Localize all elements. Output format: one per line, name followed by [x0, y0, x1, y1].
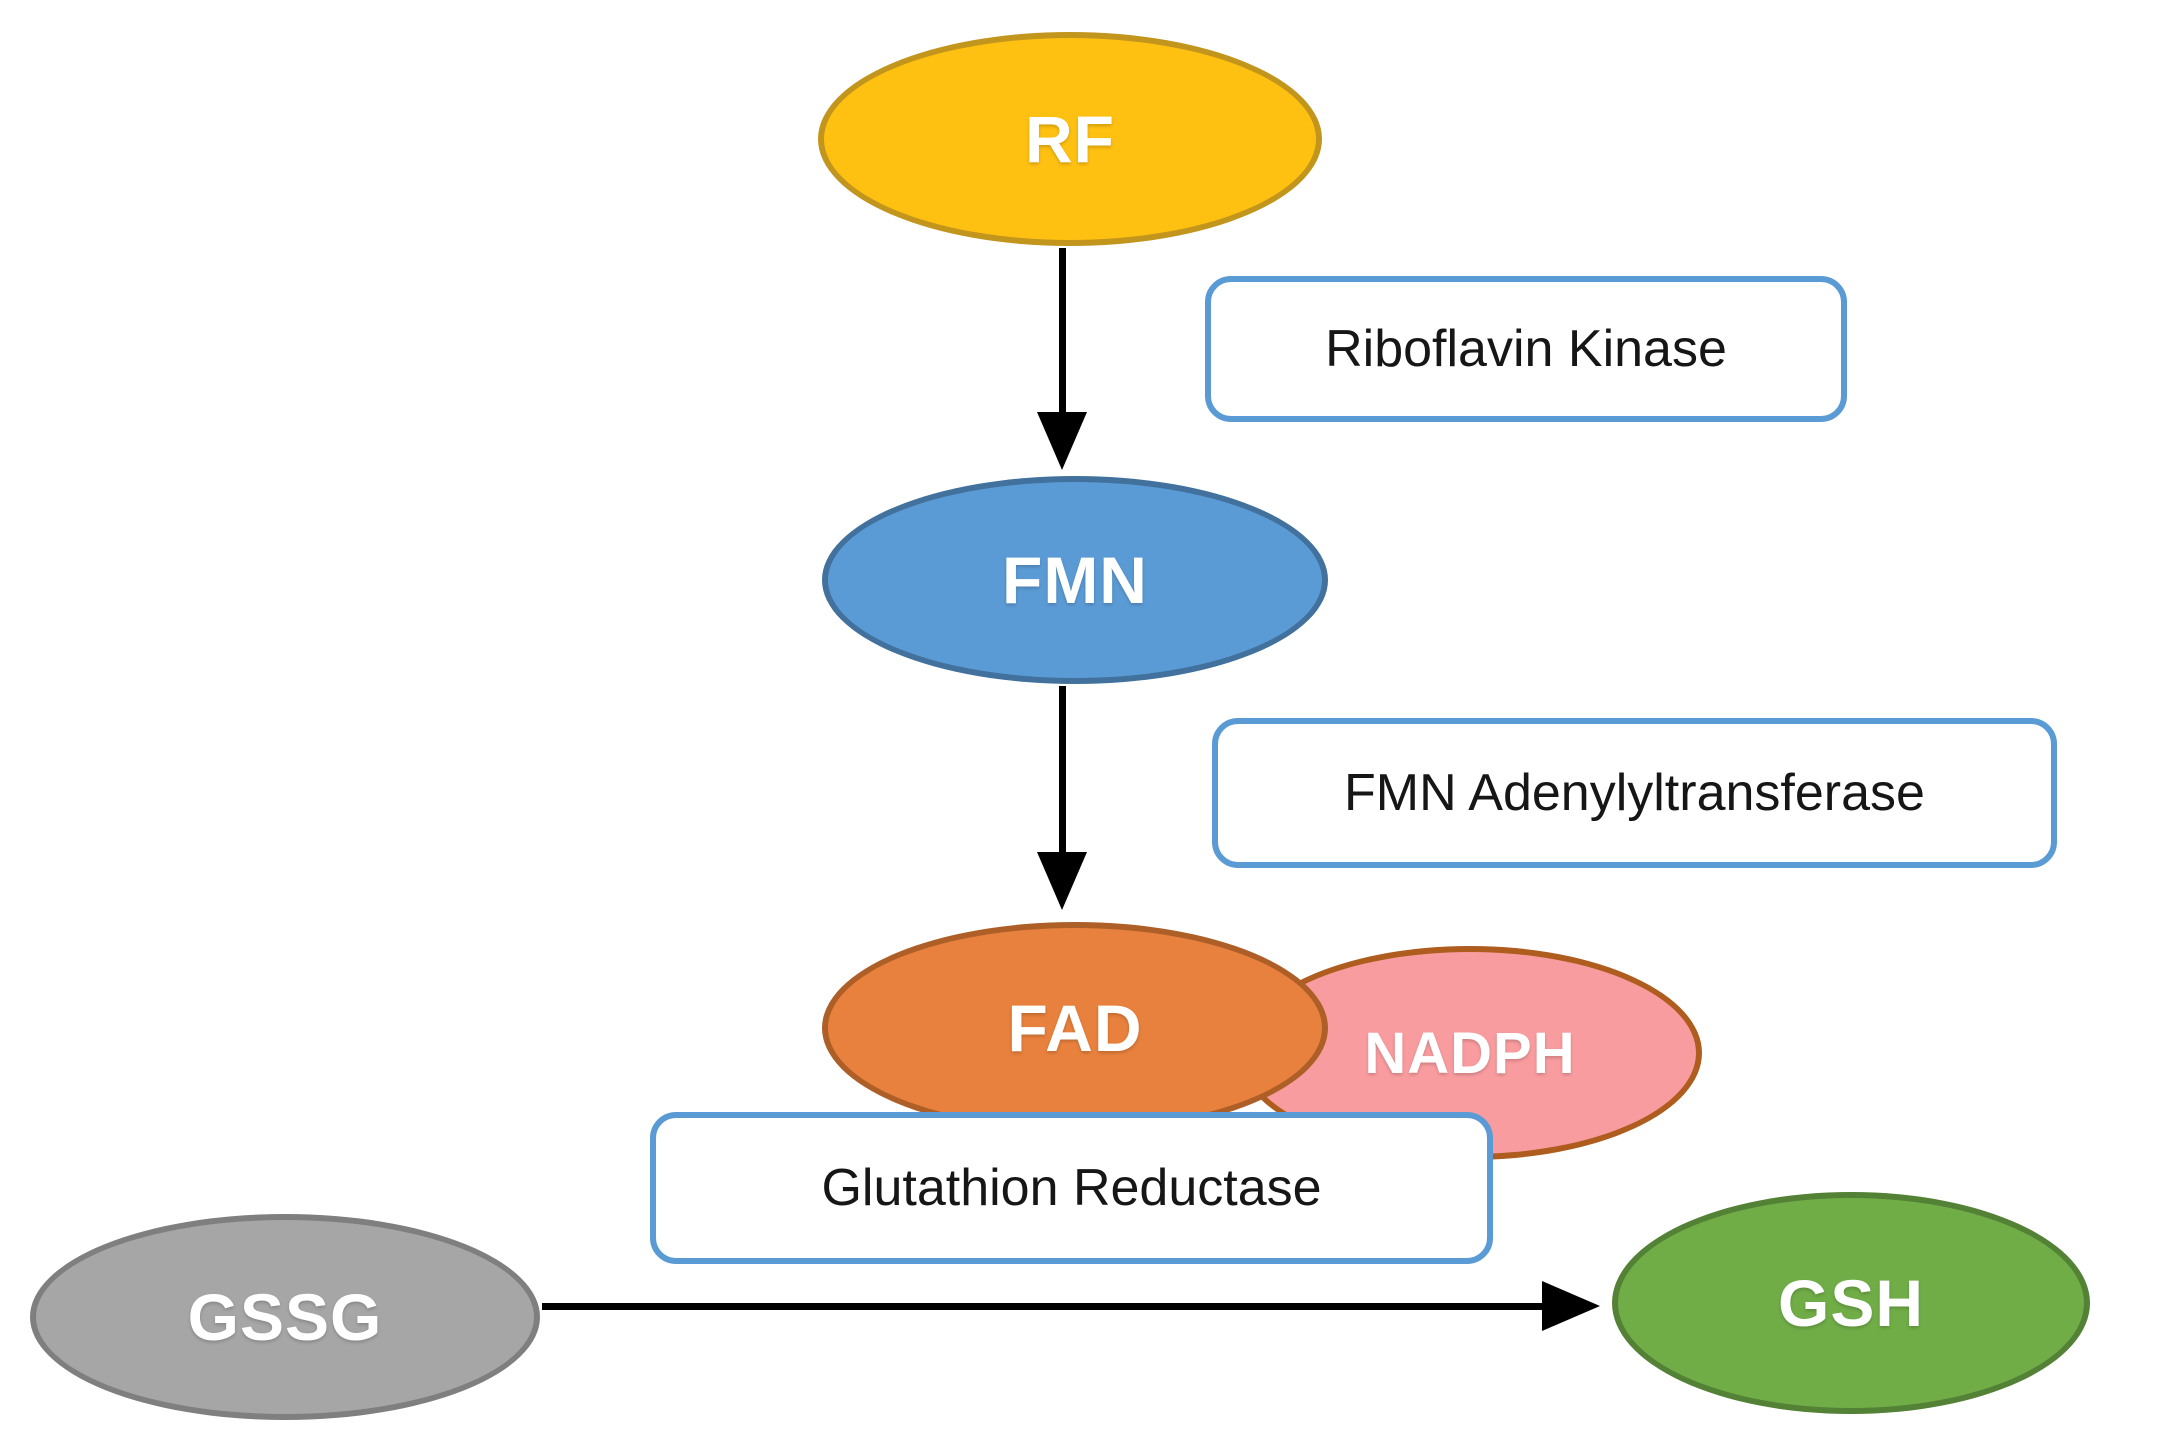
node-rf-label: RF	[1025, 102, 1115, 176]
node-gsh-label: GSH	[1777, 1266, 1925, 1340]
enzyme-label-riboflavin-kinase: Riboflavin Kinase	[1325, 320, 1727, 378]
node-rf: RF	[818, 32, 1322, 246]
enzyme-box-riboflavin-kinase: Riboflavin Kinase	[1205, 276, 1847, 422]
arrow-rf-to-fmn-line	[1059, 248, 1066, 414]
arrow-gssg-to-gsh-line	[542, 1303, 1544, 1310]
node-fmn: FMN	[822, 476, 1328, 684]
enzyme-label-glutathion-reductase: Glutathion Reductase	[821, 1159, 1322, 1217]
arrow-fmn-to-fad-line	[1059, 686, 1066, 854]
enzyme-label-fmn-adenylyltransferase: FMN Adenylyltransferase	[1344, 764, 1925, 822]
arrow-rf-to-fmn-head-icon	[1037, 412, 1087, 470]
node-gsh: GSH	[1612, 1192, 2090, 1414]
enzyme-box-fmn-adenylyltransferase: FMN Adenylyltransferase	[1212, 718, 2057, 868]
node-fad: FAD	[822, 922, 1328, 1134]
node-nadph-label: NADPH	[1364, 1020, 1576, 1086]
arrow-fmn-to-fad-head-icon	[1037, 852, 1087, 910]
node-gssg-label: GSSG	[187, 1280, 383, 1354]
node-gssg: GSSG	[30, 1214, 540, 1420]
arrow-gssg-to-gsh-head-icon	[1542, 1281, 1600, 1331]
enzyme-box-glutathion-reductase: Glutathion Reductase	[650, 1112, 1493, 1264]
node-fmn-label: FMN	[1002, 543, 1148, 617]
node-fad-label: FAD	[1007, 991, 1143, 1065]
